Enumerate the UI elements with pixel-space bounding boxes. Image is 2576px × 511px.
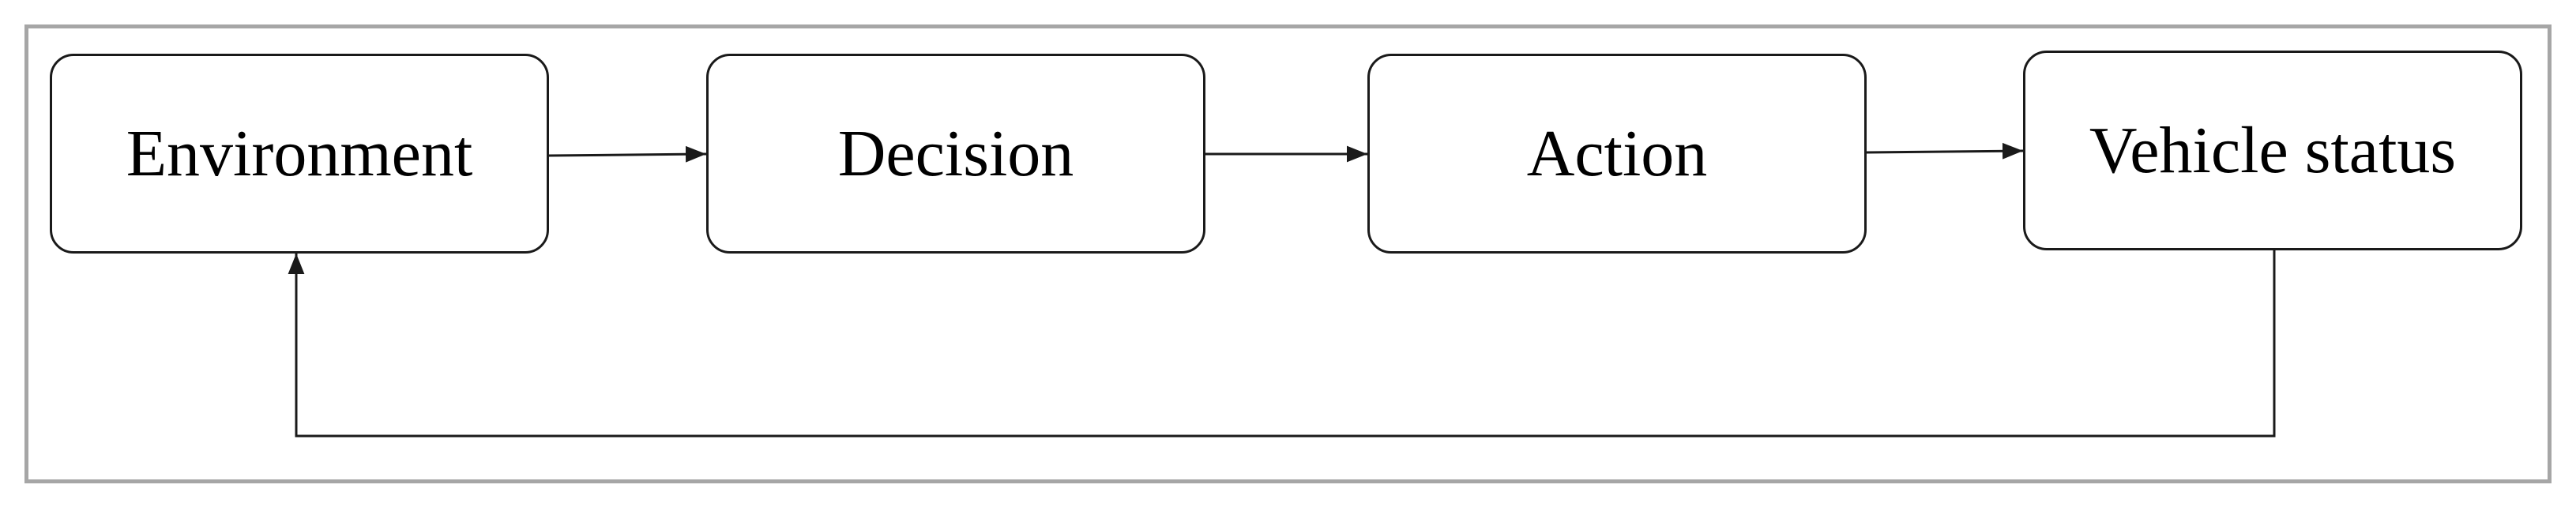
node-action-label: Action	[1526, 116, 1708, 190]
node-environment-label: Environment	[126, 116, 473, 190]
node-vehicle-status: Vehicle status	[2023, 51, 2522, 250]
node-decision: Decision	[706, 54, 1205, 254]
node-action: Action	[1367, 54, 1867, 254]
node-decision-label: Decision	[837, 116, 1074, 190]
node-environment: Environment	[50, 54, 549, 254]
node-vehicle-status-label: Vehicle status	[2089, 113, 2457, 187]
